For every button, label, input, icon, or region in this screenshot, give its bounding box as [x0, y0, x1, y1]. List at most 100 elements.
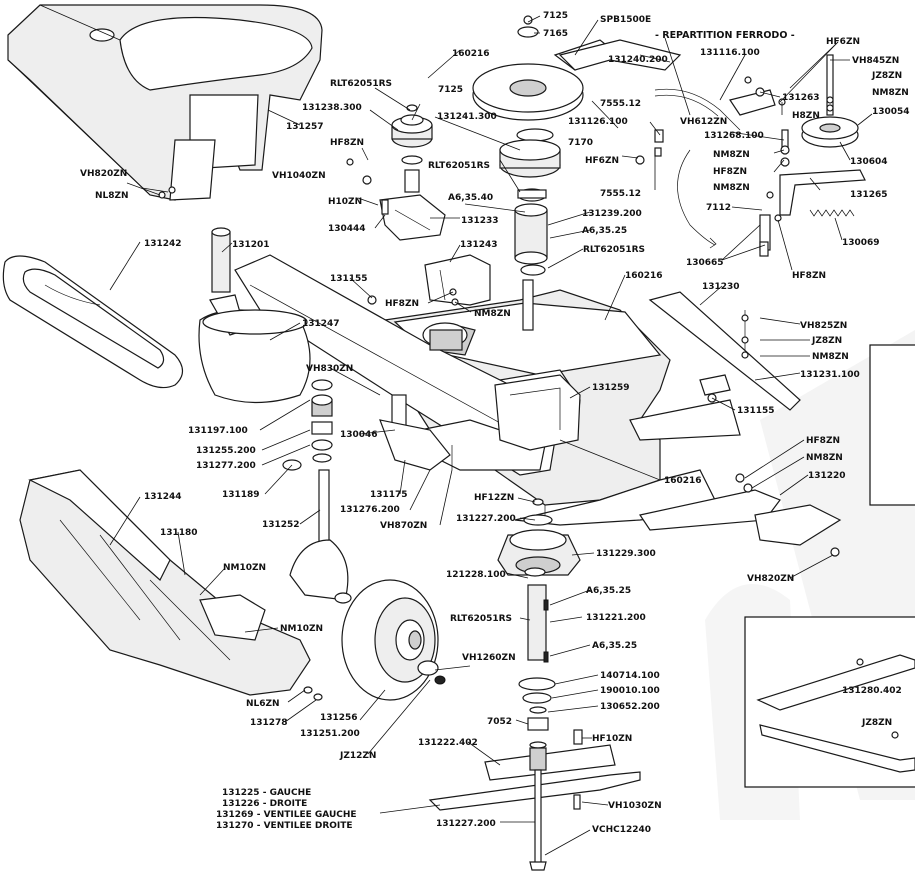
label-rlt-bottom: RLT62051RS — [450, 614, 512, 624]
label-131126: 131126.100 — [568, 117, 628, 127]
label-131268: 131268.100 — [704, 131, 764, 141]
label-7052: 7052 — [487, 717, 512, 727]
part-labels: 7125 7165 SPB1500E 160216 131240.200 - R… — [80, 11, 910, 835]
label-nl8zn: NL8ZN — [95, 191, 129, 201]
label-vh870zn: VH870ZN — [380, 521, 427, 531]
label-131252: 131252 — [262, 520, 300, 530]
label-131155-b: 131155 — [737, 406, 775, 416]
cable-7112 — [677, 149, 717, 249]
label-131251: 131251.200 — [300, 729, 360, 739]
rear-wheel-fork — [289, 469, 352, 604]
label-vh1260zn: VH1260ZN — [462, 653, 516, 663]
label-rlt-mid: RLT62051RS — [428, 161, 490, 171]
label-131241: 131241.300 — [437, 112, 497, 122]
label-7165: 7165 — [543, 29, 568, 39]
label-7555-top: 7555.12 — [600, 99, 641, 109]
label-131243: 131243 — [460, 240, 498, 250]
rod-130665 — [759, 191, 782, 257]
label-131276: 131276.200 — [340, 505, 400, 515]
label-160216-top: 160216 — [452, 49, 490, 59]
label-nm8zn-f: NM8ZN — [806, 453, 843, 463]
label-131270: 131270 - VENTILEE DROITE — [216, 821, 353, 831]
label-131244: 131244 — [144, 492, 182, 502]
label-7125-top: 7125 — [543, 11, 568, 21]
label-140714: 140714.100 — [600, 671, 660, 681]
label-131277: 131277.200 — [196, 461, 256, 471]
label-nm8zn-d: NM8ZN — [474, 309, 511, 319]
label-131269: 131269 - VENTILEE GAUCHE — [216, 810, 357, 820]
label-a635-25-top: A6,35.25 — [582, 226, 627, 236]
label-130046: 130046 — [340, 430, 378, 440]
label-131259: 131259 — [592, 383, 630, 393]
label-jz8zn-top: JZ8ZN — [871, 71, 902, 81]
label-131280: 131280.402 — [842, 686, 902, 696]
label-131256: 131256 — [320, 713, 358, 723]
wheel-part — [303, 579, 446, 701]
label-nl6zn: NL6ZN — [246, 699, 280, 709]
label-131257: 131257 — [286, 122, 324, 132]
rear-shield-part — [7, 4, 323, 201]
label-h8zn: H8ZN — [792, 111, 820, 121]
label-7555-b: 7555.12 — [600, 189, 641, 199]
belt-guide-131240 — [558, 39, 682, 71]
label-131247: 131247 — [302, 319, 340, 329]
label-130665: 130665 — [686, 258, 724, 268]
label-hf6zn-mid: HF6ZN — [585, 156, 619, 166]
idler-pulley-130604 — [801, 54, 859, 148]
front-wheel-fork — [198, 227, 311, 404]
left-pulley-part — [391, 104, 433, 193]
label-hf8zn-d: HF8ZN — [385, 299, 419, 309]
label-nm8zn-b: NM8ZN — [713, 150, 750, 160]
deck-cover-131243 — [424, 254, 491, 306]
label-nm8zn-c: NM8ZN — [713, 183, 750, 193]
blade-inset-frame — [744, 616, 915, 788]
spring-130069 — [809, 209, 855, 217]
label-121228: 121228.100 — [446, 570, 506, 580]
label-131116: 131116.100 — [700, 48, 760, 58]
label-160216-mid: 160216 — [625, 271, 663, 281]
label-vh612zn: VH612ZN — [680, 117, 727, 127]
label-131180: 131180 — [160, 528, 198, 538]
label-a635-40: A6,35.40 — [448, 193, 493, 203]
label-spb1500e: SPB1500E — [600, 15, 651, 25]
label-131239: 131239.200 — [582, 209, 642, 219]
label-131265: 131265 — [850, 190, 888, 200]
label-vh1030zn: VH1030ZN — [608, 801, 662, 811]
label-hf8zn-c: HF8ZN — [792, 271, 826, 281]
label-131242: 131242 — [144, 239, 182, 249]
label-jz12zn: JZ12ZN — [339, 751, 376, 761]
label-130604: 130604 — [850, 157, 888, 167]
label-131255: 131255.200 — [196, 446, 256, 456]
label-nm10zn-b: NM10ZN — [280, 624, 323, 634]
label-160216-low: 160216 — [664, 476, 702, 486]
label-131231: 131231.100 — [800, 370, 860, 380]
label-131220: 131220 — [808, 471, 846, 481]
label-vh830zn: VH830ZN — [306, 364, 353, 374]
leader-lines — [109, 15, 873, 856]
label-130054: 130054 — [872, 107, 910, 117]
label-131229: 131229.300 — [596, 549, 656, 559]
label-131175: 131175 — [370, 490, 408, 500]
label-vh820zn-low: VH820ZN — [747, 574, 794, 584]
label-hf10zn: HF10ZN — [592, 734, 632, 744]
label-nm10zn-a: NM10ZN — [223, 563, 266, 573]
spindle-stack — [428, 498, 641, 871]
label-131227-b: 131227.200 — [436, 819, 496, 829]
label-nm8zn-top: NM8ZN — [872, 88, 909, 98]
bracket-part — [379, 194, 446, 241]
label-jz8zn-b: JZ8ZN — [811, 336, 842, 346]
side-guard-part — [19, 469, 311, 696]
label-131230: 131230 — [702, 282, 740, 292]
label-vh845zn: VH845ZN — [852, 56, 899, 66]
swivel-part — [379, 394, 453, 471]
label-130069: 130069 — [842, 238, 880, 248]
label-vh820zn-top: VH820ZN — [80, 169, 127, 179]
deck-guard-131259 — [494, 374, 581, 451]
label-131222: 131222.402 — [418, 738, 478, 748]
label-jz8zn-c: JZ8ZN — [861, 718, 892, 728]
label-h10zn: H10ZN — [328, 197, 362, 207]
plate-deck-right — [629, 399, 741, 441]
drive-shaft-stack — [472, 15, 617, 331]
spacer-stack — [282, 379, 333, 471]
